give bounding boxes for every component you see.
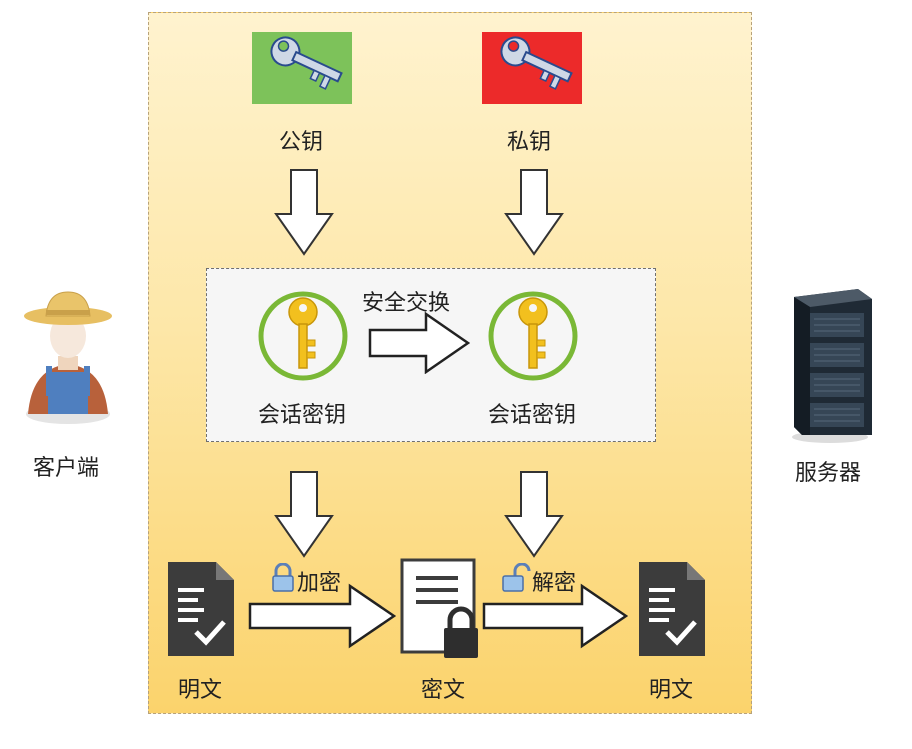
server-icon bbox=[780, 285, 880, 445]
public-key-label: 公钥 bbox=[279, 130, 324, 155]
document-check-icon bbox=[166, 560, 236, 658]
secure-exchange-label: 安全交换 bbox=[362, 291, 451, 316]
decrypt-label: 解密 bbox=[532, 571, 577, 596]
session-key-label-right: 会话密钥 bbox=[488, 403, 577, 428]
down-arrow-icon bbox=[274, 470, 334, 560]
private-key-icon bbox=[482, 32, 582, 104]
down-arrow-icon bbox=[504, 470, 564, 560]
plaintext-label-right: 明文 bbox=[649, 678, 694, 703]
lock-icon bbox=[270, 563, 296, 593]
locked-document-icon bbox=[400, 558, 490, 662]
public-key-icon bbox=[252, 32, 352, 104]
session-key-icon bbox=[255, 288, 351, 384]
session-key-label-left: 会话密钥 bbox=[258, 403, 347, 428]
client-label: 客户端 bbox=[33, 456, 100, 481]
right-arrow-icon bbox=[482, 582, 628, 650]
down-arrow-icon bbox=[504, 168, 564, 258]
session-key-icon bbox=[485, 288, 581, 384]
encrypt-label: 加密 bbox=[297, 571, 342, 596]
private-key-label: 私钥 bbox=[507, 130, 552, 155]
ciphertext-label: 密文 bbox=[421, 678, 466, 703]
right-arrow-icon bbox=[248, 582, 396, 650]
down-arrow-icon bbox=[274, 168, 334, 258]
plaintext-label-left: 明文 bbox=[178, 678, 223, 703]
document-check-icon bbox=[637, 560, 707, 658]
unlock-icon bbox=[501, 563, 531, 593]
client-avatar-icon bbox=[18, 286, 118, 426]
right-arrow-icon bbox=[368, 312, 470, 374]
server-label: 服务器 bbox=[795, 461, 862, 486]
